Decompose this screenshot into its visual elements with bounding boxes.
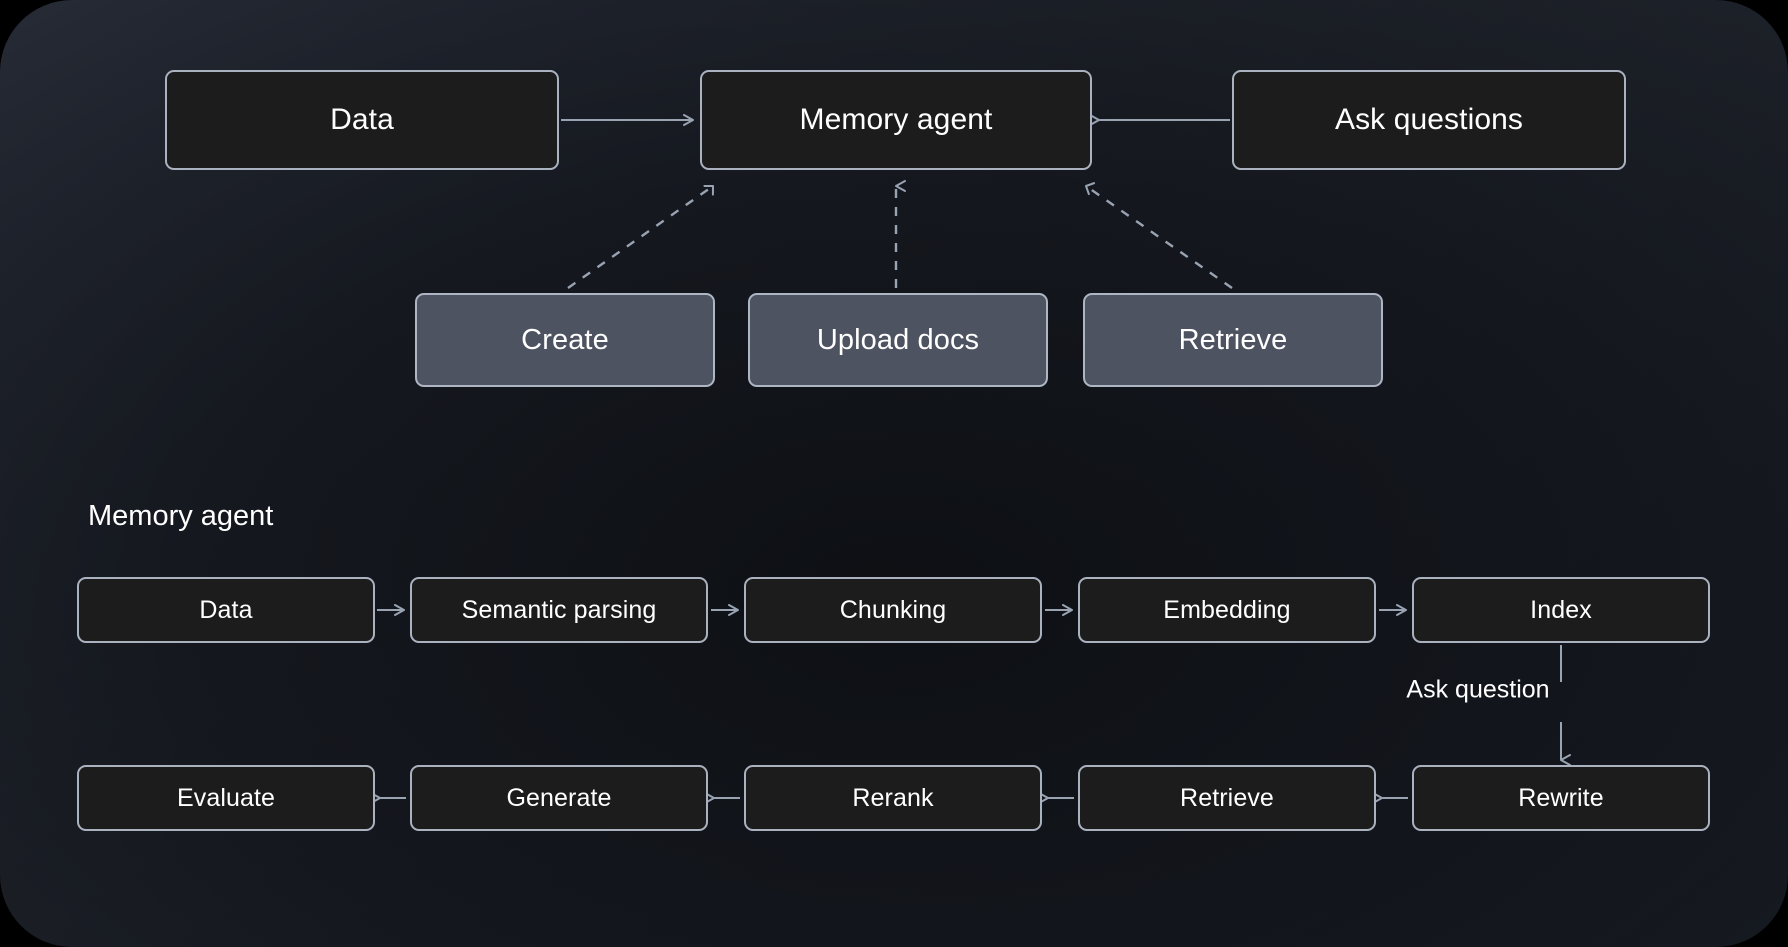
node-create[interactable]: Create: [415, 293, 715, 387]
node-label: Rerank: [852, 783, 934, 812]
node-label: Retrieve: [1178, 323, 1288, 356]
node-pipeline-retrieve[interactable]: Retrieve: [1078, 765, 1376, 831]
node-label: Retrieve: [1180, 783, 1274, 812]
node-label: Ask questions: [1334, 103, 1524, 136]
edge-create-to-memory-agent: [567, 184, 714, 289]
node-label: Semantic parsing: [461, 595, 657, 624]
node-label: Generate: [506, 783, 612, 812]
node-label: Embedding: [1163, 595, 1291, 624]
node-data-overview[interactable]: Data: [165, 70, 559, 170]
node-pipeline-evaluate[interactable]: Evaluate: [77, 765, 375, 831]
node-label: Rewrite: [1518, 783, 1604, 812]
node-label: Create: [521, 323, 609, 356]
edge-label-ask-question: Ask question: [1406, 675, 1550, 704]
node-pipeline-rerank[interactable]: Rerank: [744, 765, 1042, 831]
edge-retrieve-to-memory-agent: [1085, 182, 1233, 289]
node-label: Evaluate: [176, 783, 276, 812]
node-label: Index: [1530, 595, 1592, 624]
node-memory-agent[interactable]: Memory agent: [700, 70, 1092, 170]
node-pipeline-chunking[interactable]: Chunking: [744, 577, 1042, 643]
pipeline-section-title: Memory agent: [88, 500, 274, 532]
node-pipeline-semantic-parsing[interactable]: Semantic parsing: [410, 577, 708, 643]
node-upload-docs[interactable]: Upload docs: [748, 293, 1048, 387]
node-label: Chunking: [839, 595, 947, 624]
node-label: Memory agent: [799, 103, 993, 136]
node-pipeline-index[interactable]: Index: [1412, 577, 1710, 643]
node-pipeline-rewrite[interactable]: Rewrite: [1412, 765, 1710, 831]
node-pipeline-embedding[interactable]: Embedding: [1078, 577, 1376, 643]
node-ask-questions[interactable]: Ask questions: [1232, 70, 1626, 170]
node-retrieve-overview[interactable]: Retrieve: [1083, 293, 1383, 387]
node-label: Upload docs: [816, 323, 980, 356]
node-pipeline-generate[interactable]: Generate: [410, 765, 708, 831]
node-pipeline-data[interactable]: Data: [77, 577, 375, 643]
node-label: Data: [330, 103, 394, 136]
node-label: Data: [199, 595, 253, 624]
